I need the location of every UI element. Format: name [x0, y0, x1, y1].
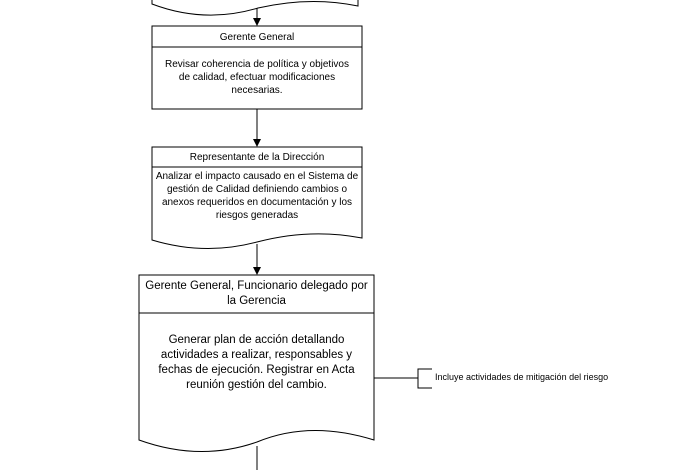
annotation-text: Incluye actividades de mitigación del ri… [435, 372, 609, 382]
step3-document-shape [138, 312, 375, 452]
step3-role: Gerente General, Funcionario delegado po… [145, 280, 368, 307]
step3-text: Generar plan de acción detallando activi… [158, 334, 355, 391]
step2-text: Analizar el impacto causado en el Sistem… [155, 171, 359, 221]
step1-role: Gerente General [219, 32, 295, 43]
step1-text: Revisar coherencia de política y objetiv… [165, 59, 349, 96]
annotation-bracket [417, 368, 432, 389]
previous-document-shape [151, 0, 359, 16]
step2-role: Representante de la Dirección [189, 152, 325, 163]
step2-document-shape [151, 166, 363, 250]
